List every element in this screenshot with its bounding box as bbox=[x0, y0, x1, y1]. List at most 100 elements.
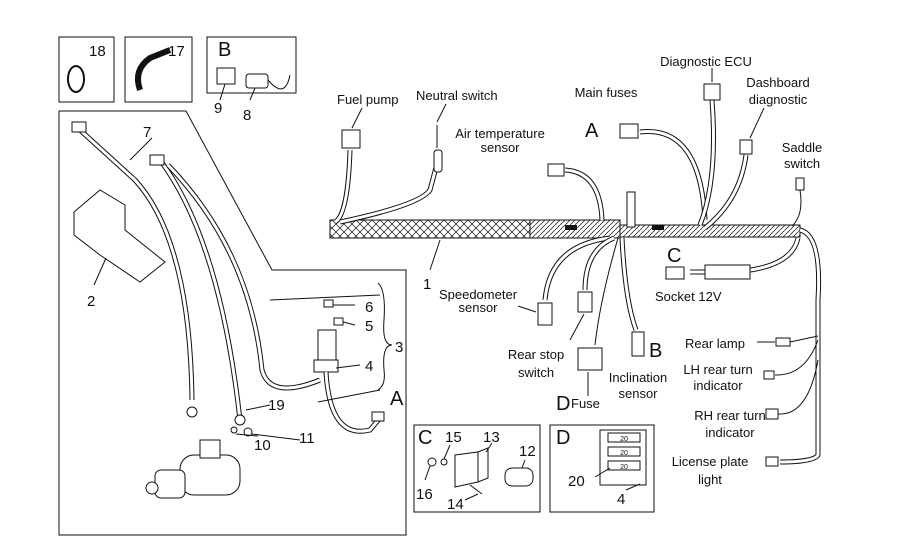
leader-line bbox=[569, 313, 585, 341]
harness-tag bbox=[565, 225, 577, 230]
leader-line bbox=[93, 257, 107, 286]
leader-line bbox=[251, 433, 301, 441]
hose-clamp-icon bbox=[67, 65, 85, 93]
fuse-icon bbox=[607, 446, 641, 457]
label-rh-indicator: indicator bbox=[705, 425, 755, 440]
bracket-icon bbox=[454, 451, 479, 488]
label-inclination-sensor: sensor bbox=[618, 386, 658, 401]
cable-inner bbox=[583, 236, 615, 291]
rear-stop-connector-icon bbox=[577, 291, 593, 313]
label-rear-stop-switch: switch bbox=[518, 365, 554, 380]
relay-socket-icon bbox=[245, 73, 269, 89]
cable-inner bbox=[158, 159, 242, 421]
inset-box-D bbox=[549, 424, 655, 513]
part-number-11: 11 bbox=[299, 430, 315, 447]
socket-connector-icon bbox=[665, 266, 685, 280]
leader-line bbox=[443, 444, 451, 460]
part-number-18: 18 bbox=[89, 43, 106, 60]
bracket-3 bbox=[377, 282, 393, 391]
leader-line bbox=[464, 493, 479, 501]
part-number-17: 17 bbox=[168, 43, 185, 60]
cable-inner bbox=[78, 128, 194, 401]
label-lh-rear-turn: LH rear turn bbox=[683, 362, 752, 377]
saddle-switch-wire bbox=[791, 189, 802, 227]
letter-B-inclination: B bbox=[649, 340, 662, 362]
battery-starter-panel bbox=[58, 110, 407, 536]
leader-line bbox=[749, 107, 765, 139]
letter-C-inset: C bbox=[418, 427, 432, 449]
leader-line bbox=[517, 305, 537, 313]
starter-motor-icon bbox=[145, 439, 241, 499]
label-saddle-switch: switch bbox=[784, 156, 820, 171]
cable-inner bbox=[704, 154, 748, 230]
relay-wire bbox=[317, 389, 381, 403]
label-speedometer-sensor: sensor bbox=[458, 300, 498, 315]
inset-box-C bbox=[413, 424, 541, 513]
letter-D-inset: D bbox=[556, 427, 570, 449]
nut-icon bbox=[230, 426, 238, 434]
section-letters: B A A C B D C D bbox=[218, 39, 681, 449]
leader-line bbox=[335, 364, 361, 369]
license-light-connector-icon bbox=[765, 456, 779, 467]
leader-line bbox=[436, 103, 447, 123]
washer-icon bbox=[440, 458, 448, 466]
part-number-2: 2 bbox=[87, 293, 95, 310]
socket-12v-icon bbox=[504, 467, 534, 487]
label-lh-indicator: indicator bbox=[693, 378, 743, 393]
connector-icon bbox=[371, 411, 385, 422]
part-number-7: 7 bbox=[143, 124, 151, 141]
cable-terminal-icon bbox=[149, 154, 165, 166]
letter-D-fuse: D bbox=[556, 393, 570, 415]
label-fuel-pump: Fuel pump bbox=[337, 92, 398, 107]
part-number-4-fuse: 4 bbox=[617, 491, 625, 508]
cable-strap-icon bbox=[135, 47, 172, 91]
main-fuses-icon bbox=[619, 123, 639, 139]
ring-terminal-icon bbox=[186, 406, 198, 418]
part-number-5: 5 bbox=[365, 318, 373, 335]
part-number-1: 1 bbox=[423, 276, 431, 293]
letter-A-main-fuses: A bbox=[585, 120, 599, 142]
rh-turn-connector-icon bbox=[765, 408, 779, 420]
relay-icon bbox=[216, 67, 236, 85]
part-number-19: 19 bbox=[268, 397, 285, 414]
part-number-3: 3 bbox=[395, 339, 403, 356]
part-number-4: 4 bbox=[365, 358, 373, 375]
relay-holder-icon bbox=[313, 359, 339, 373]
bracket-side bbox=[477, 447, 489, 483]
fuse-box-icon bbox=[577, 347, 603, 371]
relay-wire bbox=[267, 74, 291, 90]
part-number-6: 6 bbox=[365, 299, 373, 316]
fuse-mark: 20 bbox=[620, 464, 628, 471]
neutral-switch-connector-icon bbox=[433, 149, 443, 173]
rear-lamp-connector-icon bbox=[775, 337, 791, 347]
cable-inner bbox=[166, 163, 321, 390]
relay-cable bbox=[323, 371, 382, 434]
leader-line bbox=[245, 404, 271, 411]
part-number-8: 8 bbox=[243, 107, 251, 124]
label-socket-12v: Socket 12V bbox=[655, 289, 722, 304]
leader-line bbox=[429, 239, 441, 271]
leader-line bbox=[521, 459, 526, 469]
cable-inner bbox=[339, 159, 440, 224]
rh-turn-wire bbox=[777, 359, 819, 415]
part-number-15: 15 bbox=[445, 429, 462, 446]
part-numbers: 18 17 9 8 7 2 6 5 3 4 19 10 11 1 15 13 1… bbox=[87, 43, 625, 513]
label-license-plate: License plate bbox=[672, 454, 749, 469]
cable-terminal-icon bbox=[71, 121, 87, 133]
speedometer-connector-icon bbox=[537, 302, 553, 326]
fuse-mark: 20 bbox=[620, 450, 628, 457]
inset-box-B bbox=[206, 36, 297, 94]
leader-line bbox=[351, 107, 363, 129]
fuse-icon bbox=[333, 317, 344, 326]
label-license-light: light bbox=[698, 472, 722, 487]
cable-inner bbox=[334, 149, 352, 224]
label-dashboard: Dashboard bbox=[746, 75, 810, 90]
fuse-icon bbox=[323, 299, 334, 308]
part-number-20: 20 bbox=[568, 473, 585, 490]
leader-line bbox=[485, 442, 493, 453]
part-number-10: 10 bbox=[254, 437, 271, 454]
cable-inner bbox=[620, 237, 638, 331]
socket-fuse-holder-icon bbox=[704, 264, 751, 280]
cable-inner bbox=[639, 130, 707, 221]
